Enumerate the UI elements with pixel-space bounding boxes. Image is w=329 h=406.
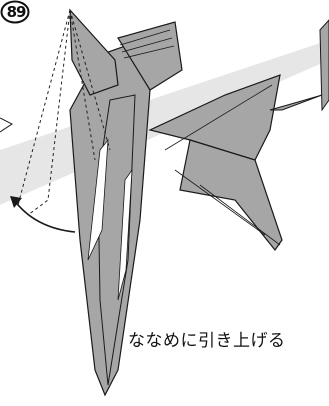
dashed-guide-inner xyxy=(27,9,96,216)
instruction-text: ななめに引き上げる xyxy=(128,331,286,351)
offcanvas-paper-edge xyxy=(319,19,329,112)
curved-arrow-icon xyxy=(13,199,76,233)
arrowhead-icon xyxy=(10,196,22,208)
white-gap-2 xyxy=(117,168,133,301)
right-tail xyxy=(269,94,323,111)
dashed-guide-outer xyxy=(17,9,111,206)
step-badge-circle xyxy=(0,0,30,24)
white-gap-1 xyxy=(87,138,109,261)
upper-right-flap xyxy=(117,21,183,91)
step-number: 89 xyxy=(6,3,27,21)
back-fold-lines xyxy=(119,29,175,59)
right-wing-lower xyxy=(179,139,283,252)
left-edge-fragment xyxy=(0,117,13,133)
upper-flap xyxy=(69,8,119,96)
right-wing-creases xyxy=(164,84,281,246)
